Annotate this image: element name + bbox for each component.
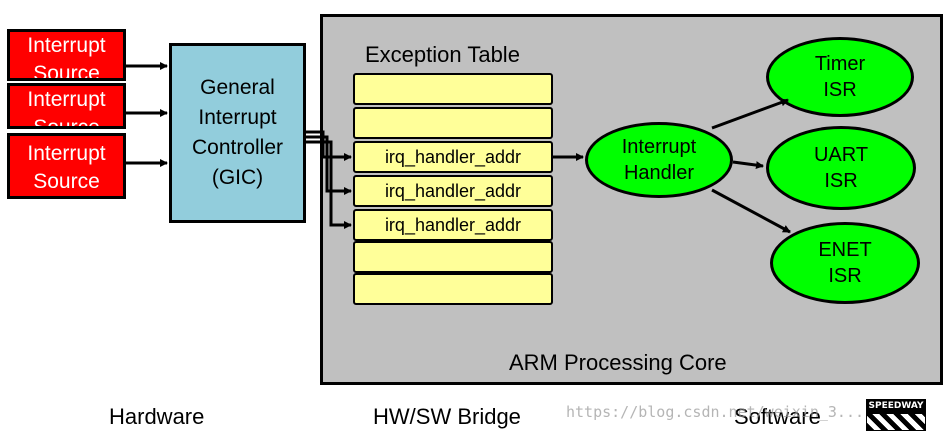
exception-table-slot-6 — [353, 241, 553, 273]
arm-core-label: ARM Processing Core — [509, 350, 727, 375]
exception-table-title: Exception Table — [365, 42, 520, 67]
gic-line2: Interrupt — [198, 106, 277, 129]
interrupt-source-3: Interrupt Source — [7, 133, 126, 199]
interrupt-source-2: Interrupt Source — [7, 83, 126, 129]
generic-interrupt-controller: General Interrupt Controller (GIC) — [169, 43, 306, 223]
interrupt-source-2-line1: Interrupt — [27, 88, 106, 111]
watermark-text: https://blog.csdn.net/weixin_3... — [566, 403, 865, 421]
uart-isr-line2: ISR — [824, 170, 858, 192]
exception-table-slot-5: irq_handler_addr — [353, 209, 553, 241]
interrupt-source-1-line2: Source — [33, 62, 100, 81]
timer-isr-line1: Timer — [814, 53, 866, 75]
interrupt-source-3-line2: Source — [33, 170, 100, 193]
software-label: Software — [734, 404, 821, 429]
interrupt-handler-line2: Handler — [623, 162, 695, 184]
hardware-label: Hardware — [109, 404, 205, 429]
speedway-logo: SPEEDWAY — [866, 399, 926, 431]
gic-line3: Controller — [191, 136, 284, 159]
enet-isr-line2: ISR — [828, 265, 862, 287]
uart-isr: UART ISR — [766, 126, 916, 210]
arrow-gic-to-slot3 — [306, 130, 352, 161]
exception-table-slot-3: irq_handler_addr — [353, 141, 553, 173]
arrow-handler-to-uart — [732, 160, 764, 170]
interrupt-source-1-line1: Interrupt — [27, 34, 106, 57]
arrow-handler-to-enet — [711, 188, 791, 234]
enet-isr: ENET ISR — [770, 222, 920, 304]
gic-line4: (GIC) — [211, 166, 264, 189]
enet-isr-line1: ENET — [818, 239, 872, 261]
arrow-handler-to-timer — [711, 98, 789, 130]
gic-line1: General — [200, 76, 275, 99]
hw-sw-bridge-label: HW/SW Bridge — [373, 404, 521, 429]
uart-isr-line1: UART — [813, 144, 869, 166]
timer-isr-line2: ISR — [823, 79, 857, 101]
exception-table-slot-2 — [353, 107, 553, 139]
interrupt-handler: Interrupt Handler — [585, 122, 733, 198]
exception-table-slot-4: irq_handler_addr — [353, 175, 553, 207]
interrupt-source-2-line2: Source — [33, 116, 100, 129]
exception-table-slot-1 — [353, 73, 553, 105]
exception-table-slot-7 — [353, 273, 553, 305]
interrupt-source-1: Interrupt Source — [7, 29, 126, 81]
interrupt-source-3-line1: Interrupt — [27, 142, 106, 165]
interrupt-handler-line1: Interrupt — [621, 136, 697, 158]
arrow-gic-to-slot4 — [306, 135, 352, 195]
timer-isr: Timer ISR — [766, 37, 914, 117]
arrow-gic-to-slot5 — [306, 140, 352, 229]
